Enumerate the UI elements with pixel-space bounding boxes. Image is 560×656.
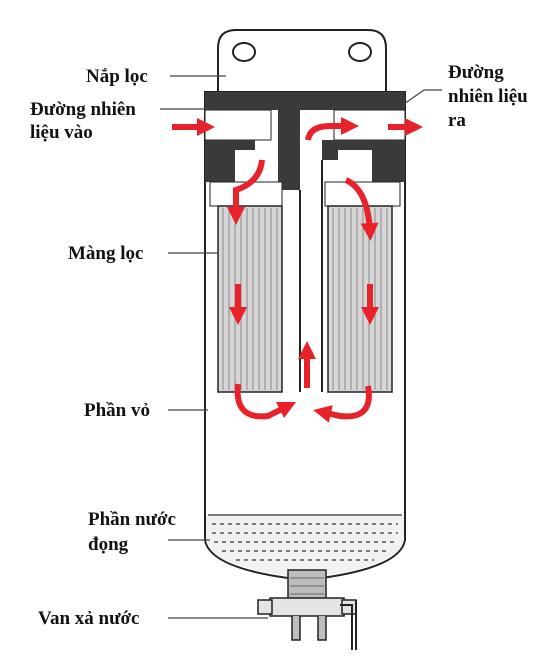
label-water-line2: đọng [88, 534, 129, 555]
outlet-arrow-inner [305, 117, 359, 141]
label-inlet-line1: Đường nhiên [30, 99, 136, 120]
turn-arrow-left [234, 383, 297, 420]
label-inlet-line2: liệu vào [30, 122, 93, 143]
label-water-line1: Phần nước [88, 509, 176, 530]
down-arrow-left-upper [227, 159, 265, 225]
water-zone [206, 514, 404, 578]
turn-arrow-right [313, 385, 372, 423]
label-cap: Nắp lọc [86, 66, 148, 87]
flow-arrows [172, 117, 423, 423]
down-arrow-right-upper [344, 177, 379, 241]
label-outlet-line1: Đường [448, 62, 504, 83]
leader-lines [160, 75, 442, 619]
label-outlet-line3: ra [448, 110, 466, 131]
label-filter-element: Màng lọc [68, 243, 143, 264]
label-outlet-line2: nhiên liệu [448, 86, 528, 107]
drain-valve [257, 569, 357, 650]
mounting-bracket [217, 29, 387, 93]
filter-element [217, 160, 393, 393]
label-drain-valve: Van xả nước [38, 608, 139, 629]
label-housing: Phần vỏ [84, 400, 150, 421]
